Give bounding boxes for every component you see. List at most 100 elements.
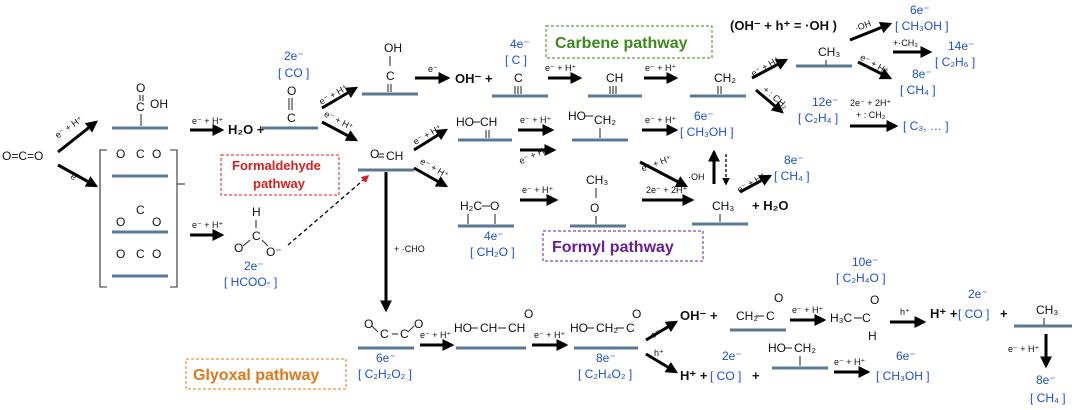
arrow-co-to-coh xyxy=(321,86,359,110)
arrow-formate-to-cho xyxy=(287,174,370,246)
cho-intermediate: O CH xyxy=(358,147,414,172)
label-eh-co-cho: e⁻ + H⁺ xyxy=(323,109,356,133)
label-e-coh: e⁻ xyxy=(428,64,438,74)
label-eh-ch3-ch4-b: e⁻ + H⁺ xyxy=(1008,344,1040,354)
arrow-to-bidentate xyxy=(57,163,99,188)
co-plus-b2: + xyxy=(752,368,760,383)
svg-text:HO: HO xyxy=(570,321,588,335)
ch3oh-b: [ CH₃OH ] xyxy=(876,369,930,383)
ch2-intermediate: CH₂ xyxy=(690,71,746,98)
label-2e2h: 2e⁻ + 2H⁺ xyxy=(850,98,892,108)
ch3oh-mid: [ CH₃OH ] xyxy=(680,125,734,139)
svg-text:6e⁻: 6e⁻ xyxy=(376,351,396,365)
svg-text:O: O xyxy=(490,199,499,213)
oh-plus: OH⁻ + xyxy=(455,71,493,86)
svg-text:C: C xyxy=(136,247,145,261)
svg-text:HO: HO xyxy=(456,115,474,129)
glyoxal-pathway-box: Glyoxal pathway xyxy=(185,358,347,390)
arrow-hoch2-to-ch3 xyxy=(639,160,689,188)
ch4-mid: [ CH₄ ] xyxy=(774,169,810,183)
svg-text:[ CO ]: [ CO ] xyxy=(278,66,309,80)
label-hplus-acet: h⁺ xyxy=(900,307,910,317)
cooh-intermediate: C OH O xyxy=(112,81,168,130)
e6-mid: 6e⁻ xyxy=(694,109,714,123)
label-eh-ch3-ch4-mid: e⁻ + H⁺ xyxy=(735,170,767,194)
label-eh-formate: e⁻ + H⁺ xyxy=(192,220,224,230)
e6-b: 6e⁻ xyxy=(896,349,916,363)
svg-text:O: O xyxy=(414,317,423,331)
svg-text:C: C xyxy=(514,71,523,85)
svg-text:O: O xyxy=(774,291,783,305)
svg-text:O: O xyxy=(116,147,125,161)
svg-text:O⁻: O⁻ xyxy=(266,245,282,259)
c2h4: [ C₂H₄ ] xyxy=(798,111,838,125)
e10: 10e⁻ xyxy=(852,255,878,269)
label-oh-dot-mid: ·OH xyxy=(688,172,705,182)
ch4-b: [ CH₄ ] xyxy=(1030,391,1066,405)
svg-text:C: C xyxy=(136,147,145,161)
svg-text:O: O xyxy=(287,84,296,98)
acetaldehyde-intermediate: H₃C C O H xyxy=(830,293,879,343)
svg-text:[ C ]: [ C ] xyxy=(505,53,527,67)
svg-text:CH₃: CH₃ xyxy=(818,45,840,59)
label-eh-ch-ch2: e⁻ + H⁺ xyxy=(645,63,677,73)
e2-co-b2: 2e⁻ xyxy=(722,349,742,363)
ch2c-intermediate: CH₂ C O xyxy=(730,291,786,332)
svg-text:O: O xyxy=(152,215,161,229)
svg-text:CH₂: CH₂ xyxy=(714,71,736,85)
e6-top: 6e⁻ xyxy=(910,3,930,17)
svg-text:2e⁻: 2e⁻ xyxy=(284,49,304,63)
ch4-top: [ CH₄ ] xyxy=(900,83,936,97)
hplus-right: H⁺ + xyxy=(930,306,958,321)
svg-text:C: C xyxy=(136,203,145,217)
hplus-b: H⁺ + xyxy=(680,368,708,383)
svg-text:O: O xyxy=(370,147,379,161)
label-eh-hoch-down: e⁻ + H⁺ xyxy=(518,144,551,166)
svg-text:O: O xyxy=(152,247,161,261)
h2o-plus: H₂O + xyxy=(228,122,265,137)
arrow-to-cooh xyxy=(57,120,98,154)
svg-text:C: C xyxy=(862,311,871,325)
label-eh-hoch2-b: e⁻ + H⁺ xyxy=(834,357,866,367)
svg-text:C: C xyxy=(626,321,635,335)
svg-text:CH: CH xyxy=(606,71,623,85)
e14: 14e⁻ xyxy=(948,39,974,53)
coh-intermediate: OH C xyxy=(362,41,418,96)
svg-text:pathway: pathway xyxy=(253,176,306,191)
svg-text:CH: CH xyxy=(480,321,497,335)
c2h4o: [ C₂H₄O ] xyxy=(836,271,886,285)
svg-text:O: O xyxy=(590,201,599,215)
label-eh-cho-h2co: e⁻ + H⁺ xyxy=(418,156,450,180)
svg-text:H₂C: H₂C xyxy=(460,199,482,213)
svg-text:C: C xyxy=(380,327,389,341)
arrow-ch2-to-ch3 xyxy=(751,58,789,80)
label-ch2-dot2: + : CH₂ xyxy=(856,110,886,120)
ch-intermediate: CH xyxy=(588,71,642,98)
svg-text:HO: HO xyxy=(768,341,786,355)
label-eh-cooh-co: e⁻ + H⁺ xyxy=(192,116,224,126)
label-hplus-b: h⁺ xyxy=(654,348,664,358)
svg-text:CH: CH xyxy=(508,321,525,335)
svg-text:2e⁻: 2e⁻ xyxy=(244,259,264,273)
co-bracket-b2: [ CO ] xyxy=(710,369,741,383)
hoch-intermediate: HO CH xyxy=(456,115,512,142)
e8-top: 8e⁻ xyxy=(912,67,932,81)
plus-h2o: + H₂O xyxy=(752,198,788,213)
svg-text:O: O xyxy=(116,215,125,229)
svg-text:HO: HO xyxy=(454,321,472,335)
glyoxal-intermediate: O C C O 6e⁻ [ C₂H₂O₂ ] xyxy=(358,317,423,381)
svg-text:[ C₂H₄O₂ ]: [ C₂H₄O₂ ] xyxy=(578,367,632,381)
label-eh-hoch2-ch3oh: e⁻ + H⁺ xyxy=(645,115,677,125)
svg-text:CH₃: CH₃ xyxy=(586,173,608,187)
svg-text:CH₂: CH₂ xyxy=(596,321,618,335)
svg-text:O: O xyxy=(234,241,243,255)
svg-text:O: O xyxy=(870,293,879,307)
svg-text:CH: CH xyxy=(480,115,497,129)
label-cho-add: + ·CHO xyxy=(394,244,425,254)
label-eh-hoch-hoch2c: e⁻ + H⁺ xyxy=(534,330,566,340)
c3: [ C₃, … ] xyxy=(903,119,949,133)
svg-text:C: C xyxy=(252,229,261,243)
svg-text:CH₃: CH₃ xyxy=(1036,303,1058,317)
co-bracket-right: [ CO ] xyxy=(958,307,989,321)
svg-text:[ HCOO- ]: [ HCOO- ] xyxy=(224,275,277,289)
